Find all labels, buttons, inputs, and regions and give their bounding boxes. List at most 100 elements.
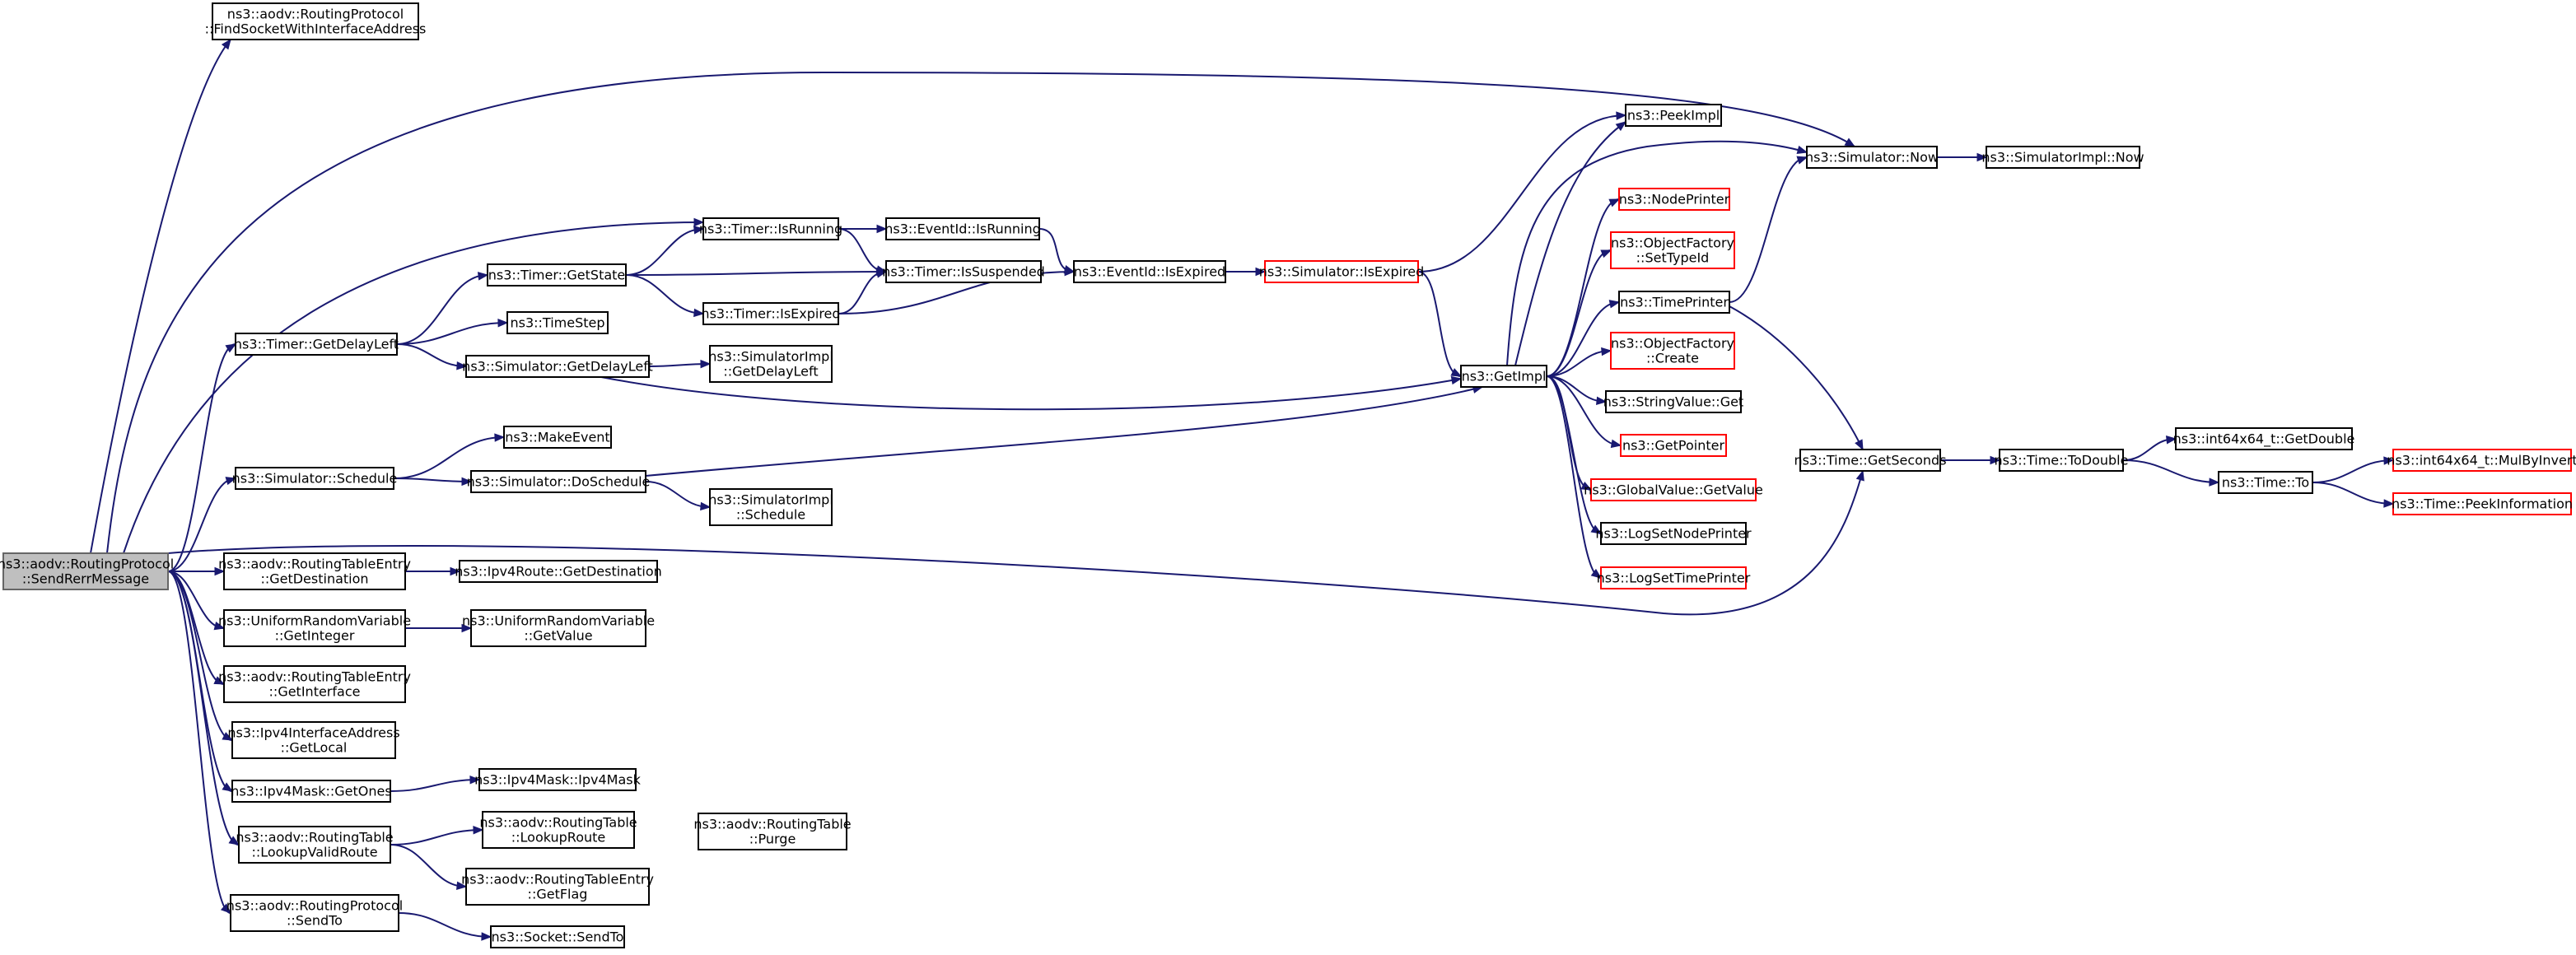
node-rt-lookup-valid-route[interactable]: ns3::aodv::RoutingTable::LookupValidRout…	[236, 826, 394, 864]
node-sim-is-expired[interactable]: ns3::Simulator::IsExpired	[1259, 260, 1425, 283]
edge-arrowhead	[456, 881, 468, 891]
node-sim-do-schedule[interactable]: ns3::Simulator::DoSchedule	[467, 470, 651, 493]
node-urv-get-value[interactable]: ns3::UniformRandomVariable::GetValue	[462, 609, 655, 647]
node-log-set-node-printer[interactable]: ns3::LogSetNodePrinter	[1595, 522, 1752, 545]
node-peek-impl[interactable]: ns3::PeekImpl	[1625, 104, 1722, 127]
edge-arrowhead	[2209, 478, 2220, 487]
node-get-impl[interactable]: ns3::GetImpl	[1460, 365, 1547, 388]
edge-arrowhead	[2166, 436, 2177, 445]
call-edge	[123, 217, 705, 554]
node-time-to-double[interactable]: ns3::Time::ToDouble	[1995, 449, 2129, 472]
node-timer-get-state[interactable]: ns3::Timer::GetState	[487, 263, 627, 286]
node-time-peek-information[interactable]: ns3::Time::PeekInformation	[2392, 492, 2573, 515]
node-mask-ctor[interactable]: ns3::Ipv4Mask::Ipv4Mask	[474, 768, 642, 791]
node-label: ns3::Socket::SendTo	[492, 929, 624, 945]
node-timer-get-delay-left[interactable]: ns3::Timer::GetDelayLeft	[234, 333, 399, 356]
node-rte-get-interface[interactable]: ns3::aodv::RoutingTableEntry::GetInterfa…	[218, 665, 411, 703]
node-get-pointer[interactable]: ns3::GetPointer	[1620, 434, 1727, 457]
call-edge	[396, 272, 489, 345]
node-rte-get-flag[interactable]: ns3::aodv::RoutingTableEntry::GetFlag	[461, 868, 654, 906]
node-timer-is-expired[interactable]: ns3::Timer::IsExpired	[701, 302, 841, 325]
edge-line	[396, 343, 467, 367]
node-rt-lookup-route[interactable]: ns3::aodv::RoutingTable::LookupRoute	[479, 811, 637, 849]
node-rt-purge[interactable]: ns3::aodv::RoutingTable::Purge	[693, 813, 852, 850]
node-box	[1610, 332, 1735, 370]
edge-arrowhead	[1255, 267, 1267, 277]
node-timer-is-suspended[interactable]: ns3::Timer::IsSuspended	[882, 260, 1045, 283]
node-of-set-type-id[interactable]: ns3::ObjectFactory::SetTypeId	[1610, 231, 1735, 269]
node-i64-mul-by-invert[interactable]: ns3::int64x64_t::MulByInvert	[2387, 449, 2576, 472]
edge-arrowhead	[1855, 469, 1864, 482]
edge-arrowhead	[1590, 568, 1603, 579]
edge-line	[645, 386, 1483, 477]
edge-arrowhead	[222, 732, 234, 741]
node-socket-send-to[interactable]: ns3::Socket::SendTo	[490, 925, 625, 948]
node-sim-now[interactable]: ns3::Simulator::Now	[1805, 146, 1939, 169]
edge-arrowhead	[497, 319, 509, 328]
node-rp-send-to[interactable]: ns3::aodv::RoutingProtocol::SendTo	[226, 894, 403, 932]
node-node-printer[interactable]: ns3::NodePrinter	[1618, 188, 1730, 211]
call-edge	[645, 481, 712, 511]
call-edge	[167, 469, 1864, 616]
node-label: ns3::Timer::IsExpired	[701, 306, 840, 322]
node-of-create[interactable]: ns3::ObjectFactory::Create	[1610, 332, 1735, 370]
node-make-event[interactable]: ns3::MakeEvent	[503, 426, 612, 449]
edge-line	[396, 274, 488, 345]
edge-line	[1546, 375, 1602, 534]
node-event-is-expired[interactable]: ns3::EventId::IsExpired	[1073, 260, 1226, 283]
node-label: ns3::Timer::GetState	[488, 268, 626, 283]
node-label: ::Create	[1646, 351, 1699, 366]
call-edge	[1546, 375, 1603, 534]
node-time-printer[interactable]: ns3::TimePrinter	[1618, 291, 1730, 314]
node-mask-get-ones[interactable]: ns3::Ipv4Mask::GetOnes	[231, 780, 392, 803]
node-urv-get-integer[interactable]: ns3::UniformRandomVariable::GetInteger	[218, 609, 411, 647]
node-time-step[interactable]: ns3::TimeStep	[506, 311, 609, 334]
call-edge	[167, 571, 240, 846]
node-route-get-destination[interactable]: ns3::Ipv4Route::GetDestination	[455, 560, 662, 583]
call-edge	[390, 844, 468, 891]
node-si-get-delay-left[interactable]: ns3::SimulatorImpl::GetDelayLeft	[708, 345, 833, 383]
node-event-is-running[interactable]: ns3::EventId::IsRunning	[884, 217, 1041, 240]
call-edge	[1506, 140, 1808, 366]
node-rte-get-destination[interactable]: ns3::aodv::RoutingTableEntry::GetDestina…	[218, 552, 411, 590]
edge-line	[1417, 114, 1626, 273]
node-label: ns3::LogSetNodePrinter	[1595, 526, 1752, 542]
node-box	[506, 311, 609, 334]
node-timer-is-running[interactable]: ns3::Timer::IsRunning	[699, 217, 842, 240]
edge-arrowhead	[2383, 499, 2395, 508]
node-log-set-time-printer[interactable]: ns3::LogSetTimePrinter	[1597, 566, 1751, 589]
node-gv-get-value[interactable]: ns3::GlobalValue::GetValue	[1584, 478, 1763, 501]
call-edge	[1514, 121, 1627, 366]
edge-arrowhead	[225, 343, 237, 353]
node-si-now[interactable]: ns3::SimulatorImpl::Now	[1981, 146, 2144, 169]
node-iface-get-local[interactable]: ns3::Ipv4InterfaceAddress::GetLocal	[227, 721, 400, 759]
edge-line	[1546, 375, 1602, 579]
node-string-value-get[interactable]: ns3::StringValue::Get	[1603, 390, 1743, 413]
node-label: ns3::LogSetTimePrinter	[1597, 571, 1751, 586]
node-box	[465, 355, 650, 378]
edge-arrowhead	[1580, 482, 1593, 491]
call-edge	[1729, 156, 1808, 303]
node-label: ::LookupValidRoute	[251, 845, 377, 860]
node-find-socket[interactable]: ns3::aodv::RoutingProtocol::FindSocketWi…	[205, 2, 427, 40]
node-label: ns3::int64x64_t::GetDouble	[2173, 431, 2355, 448]
node-si-schedule[interactable]: ns3::SimulatorImpl::Schedule	[708, 488, 833, 526]
edge-arrowhead	[1616, 111, 1627, 120]
node-box	[212, 2, 419, 40]
edge-arrowhead	[1063, 265, 1076, 274]
edge-line	[167, 571, 240, 846]
call-edge	[1417, 271, 1463, 377]
node-label: ns3::aodv::RoutingTable	[236, 830, 393, 846]
edge-arrowhead	[1596, 396, 1608, 405]
node-sim-get-delay-left[interactable]: ns3::Simulator::GetDelayLeft	[462, 355, 653, 378]
node-i64-get-double[interactable]: ns3::int64x64_t::GetDouble	[2173, 427, 2355, 450]
node-time-to[interactable]: ns3::Time::To	[2218, 471, 2313, 494]
edge-arrowhead	[221, 38, 231, 50]
edge-arrowhead	[473, 826, 484, 835]
edge-line	[396, 322, 508, 345]
node-sim-schedule[interactable]: ns3::Simulator::Schedule	[232, 467, 398, 490]
node-box	[2392, 449, 2572, 472]
call-edge	[600, 375, 1463, 411]
node-time-get-seconds[interactable]: ns3::Time::GetSeconds	[1794, 449, 1947, 472]
edge-line	[90, 39, 231, 554]
